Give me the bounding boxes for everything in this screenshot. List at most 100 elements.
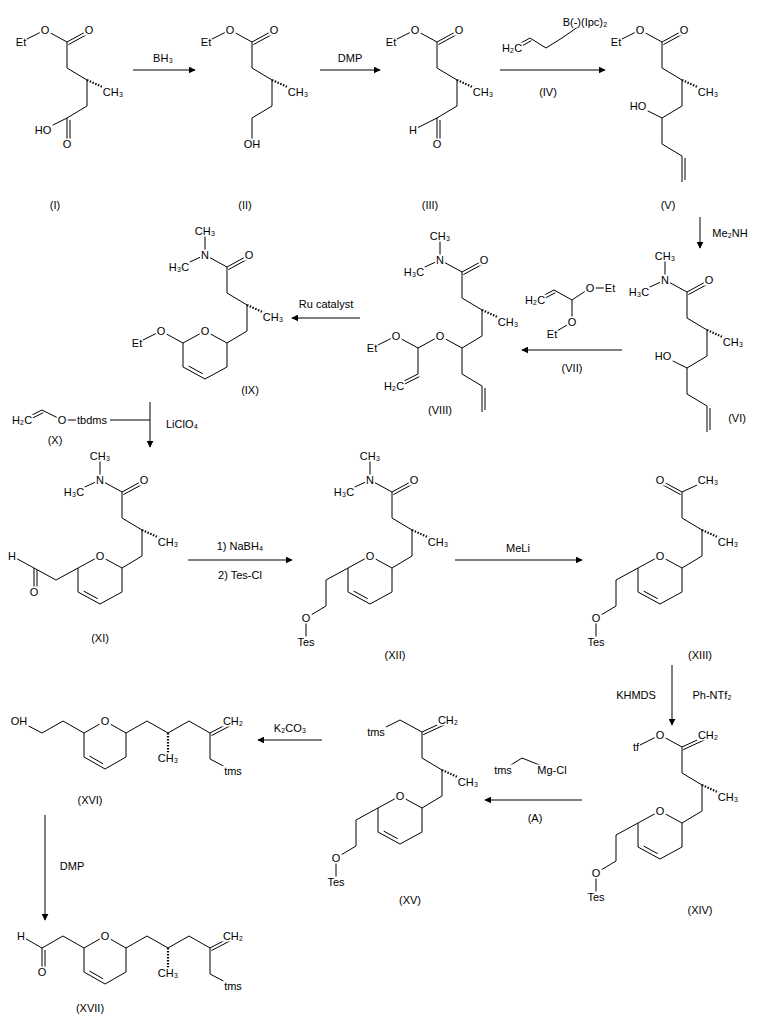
structure-label: O <box>100 716 111 727</box>
compound-number: (VIII) <box>427 405 453 416</box>
structure-label: N <box>435 255 445 266</box>
structure-label: H <box>408 125 418 136</box>
structure-label: O <box>57 415 68 426</box>
structure-label: HO <box>629 101 648 112</box>
reagent-label: BH₃ <box>152 53 174 64</box>
skeletal-formula <box>12 456 166 604</box>
compound-number: (XVII) <box>75 1003 105 1014</box>
structure-label: N <box>365 475 375 486</box>
reagent-label: LiClO₄ <box>165 419 199 430</box>
structure-label: H₃C <box>628 287 650 298</box>
structure-label: CH₃ <box>497 317 519 328</box>
reaction-arrow <box>150 402 151 447</box>
structure-label: O <box>395 791 406 802</box>
structure-label: Et <box>610 37 622 48</box>
structure-label: H₃C <box>63 487 85 498</box>
structure-label: O <box>679 25 690 36</box>
structure-label: Et <box>200 37 212 48</box>
compound-number: (XI) <box>90 633 110 644</box>
structure-label: O <box>244 250 255 261</box>
structure-label: H₂C <box>383 381 405 392</box>
reagent-label: DMP <box>59 861 85 872</box>
structure-label: Tes <box>586 637 605 648</box>
skeletal-formula <box>639 256 731 432</box>
structure-label: O <box>84 25 95 36</box>
structure-label: O <box>331 853 342 864</box>
structure-label: H₃C <box>403 267 425 278</box>
structure-label: CH₃ <box>262 312 284 323</box>
skeletal-formula <box>306 456 436 642</box>
structure-label: O <box>156 326 167 337</box>
structure-label: tf <box>632 742 640 753</box>
structure-label: O <box>479 255 490 266</box>
structure-label: O <box>585 283 596 294</box>
compound-number: (III) <box>421 200 440 211</box>
compound: (XIII) <box>582 468 747 665</box>
structure-label: O <box>591 868 602 879</box>
structure-label: CH₂ <box>222 931 244 942</box>
reaction-arrow <box>672 665 673 725</box>
skeletal-formula <box>21 936 234 986</box>
structure-label: O <box>655 806 666 817</box>
structure-label: O <box>301 613 312 624</box>
structure-label: Et <box>546 329 558 340</box>
skeletal-formula <box>21 30 111 144</box>
structure-label: Et <box>131 338 143 349</box>
structure-label: O <box>40 25 51 36</box>
structure-label: O <box>655 475 666 486</box>
compound-number: (XIV) <box>686 905 713 916</box>
structure-label: O <box>37 967 48 978</box>
structure-label: CH₃ <box>457 777 479 788</box>
structure-label: OH <box>243 139 262 150</box>
skeletal-formula <box>336 720 466 882</box>
reaction-arrow <box>258 740 322 741</box>
structure-label: CH₃ <box>157 753 179 764</box>
structure-label: H₂C <box>11 415 33 426</box>
skeletal-formula <box>19 721 234 771</box>
reagent-label: KHMDS <box>615 690 657 701</box>
structure-label: O <box>655 730 666 741</box>
structure-label: CH₂ <box>437 715 459 726</box>
structure-label: tms <box>366 727 386 738</box>
skeletal-formula <box>616 30 706 182</box>
structure-label: OH <box>10 716 29 727</box>
structure-label: O <box>567 317 578 328</box>
compound: (V) <box>605 5 730 217</box>
reagent-label: MeLi <box>505 543 531 554</box>
reagent-label: DMP <box>337 53 363 64</box>
structure-label: Et <box>385 37 397 48</box>
structure-label: (IV) <box>538 87 558 98</box>
structure-label: CH₃ <box>427 537 449 548</box>
structure-label: CH₃ <box>717 537 739 548</box>
structure-label: CH₃ <box>429 231 451 242</box>
skeletal-formula <box>137 231 271 379</box>
compound: (XIV) <box>582 725 747 920</box>
structure-label: H₂C <box>501 43 523 54</box>
compound-number: (II) <box>237 200 252 211</box>
compound-number: (XII) <box>384 650 407 661</box>
reagent-label: Ru catalyst <box>298 299 354 310</box>
structure-label: O <box>391 331 402 342</box>
skeletal-formula <box>596 735 726 897</box>
compound-number: (VI) <box>727 413 747 424</box>
structure-label: O <box>29 587 40 598</box>
structure-label: tbdms <box>76 415 108 426</box>
structure-label: O <box>200 326 211 337</box>
structure-label: tms <box>223 766 243 777</box>
compound-number: (XV) <box>398 895 422 906</box>
compound-number: (XIII) <box>687 650 713 661</box>
compound-number: (XVI) <box>76 795 103 806</box>
structure-label: O <box>635 25 646 36</box>
structure-label: tms <box>223 981 243 992</box>
structure-label: 2) Tes-Cl <box>217 570 263 581</box>
structure-label: H <box>7 551 17 562</box>
structure-label: O <box>454 25 465 36</box>
reaction-arrow <box>700 217 701 248</box>
structure-label: CH₃ <box>717 792 739 803</box>
structure-label: H₂C <box>524 295 546 306</box>
structure-label: Tes <box>296 637 315 648</box>
structure-label: Et <box>15 37 27 48</box>
structure-label: CH₃ <box>157 537 179 548</box>
